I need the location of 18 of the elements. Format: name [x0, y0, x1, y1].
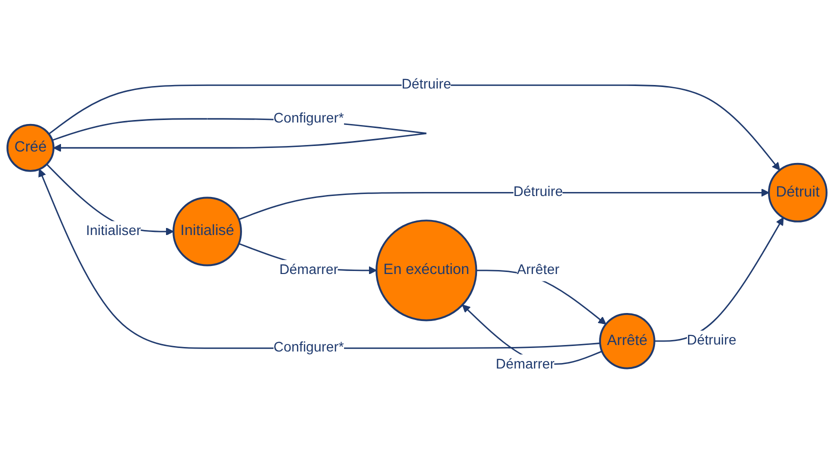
edge-label: Configurer* — [274, 340, 344, 356]
arrow — [238, 188, 770, 220]
edge-label: Détruire — [686, 332, 736, 348]
edge-label: Détruire — [402, 76, 452, 92]
node-circle: Créé — [6, 124, 54, 172]
node-circle: Détruit — [768, 162, 828, 222]
edge-label: Démarrer — [496, 356, 555, 372]
edge-label: Initialiser — [86, 222, 141, 239]
arrow — [654, 217, 784, 342]
edge-label: Configurer* — [274, 110, 344, 126]
node-circle: Arrêté — [599, 313, 656, 370]
arrow — [38, 168, 600, 349]
edge-label: Détruire — [513, 184, 563, 200]
node-circle: Initialisé — [172, 196, 242, 266]
edge-label: Arrêter — [516, 262, 560, 278]
arrow — [48, 84, 780, 171]
node-circle: En exécution — [376, 220, 478, 322]
edge-label: Démarrer — [279, 262, 338, 278]
